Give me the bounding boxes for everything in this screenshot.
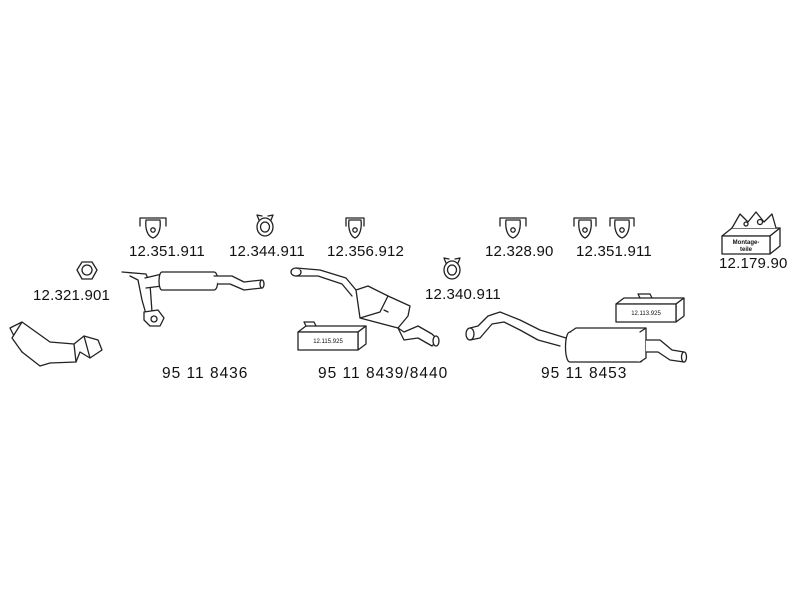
pipe-clamp-icon (256, 214, 274, 237)
kit-label-line1: Montage- (733, 240, 760, 246)
sealing-ring-icon (76, 261, 98, 280)
part-number-middle-silencer: 95 11 8439/8440 (318, 365, 449, 382)
rear-silencer-part (465, 311, 688, 363)
part-box-icon (615, 293, 685, 323)
middle-silencer-part (290, 267, 440, 347)
ring-label: 12.321.901 (33, 287, 111, 304)
hanger-label-1: 12.351.911 (129, 243, 205, 260)
front-pipe-assembly (121, 271, 265, 327)
front-pipe-part (9, 321, 103, 367)
box-label-middle: 12.115.925 (313, 339, 343, 345)
box-label-rear: 12.113.925 (631, 311, 661, 317)
hanger-label-4: 12.351.911 (576, 243, 652, 260)
clamp-label-1: 12.344.911 (229, 243, 305, 260)
rubber-hanger-icon (573, 217, 597, 239)
rubber-hanger-icon (345, 217, 365, 239)
rubber-hanger-icon (609, 217, 635, 239)
clamp-label-2: 12.340.911 (425, 286, 501, 303)
kit-label-line2: teile (740, 247, 753, 253)
mount-kit-label: 12.179.90 (719, 255, 788, 272)
part-box-icon (297, 321, 367, 351)
hanger-label-3: 12.328.90 (485, 243, 554, 260)
hanger-label-2: 12.356.912 (327, 243, 405, 260)
part-number-rear-silencer: 95 11 8453 (541, 365, 628, 382)
mounting-kit-icon (721, 211, 781, 255)
rubber-hanger-icon (499, 217, 527, 239)
pipe-clamp-icon (443, 257, 461, 280)
rubber-hanger-icon (139, 217, 167, 239)
part-number-front-pipe: 95 11 8436 (162, 365, 249, 382)
